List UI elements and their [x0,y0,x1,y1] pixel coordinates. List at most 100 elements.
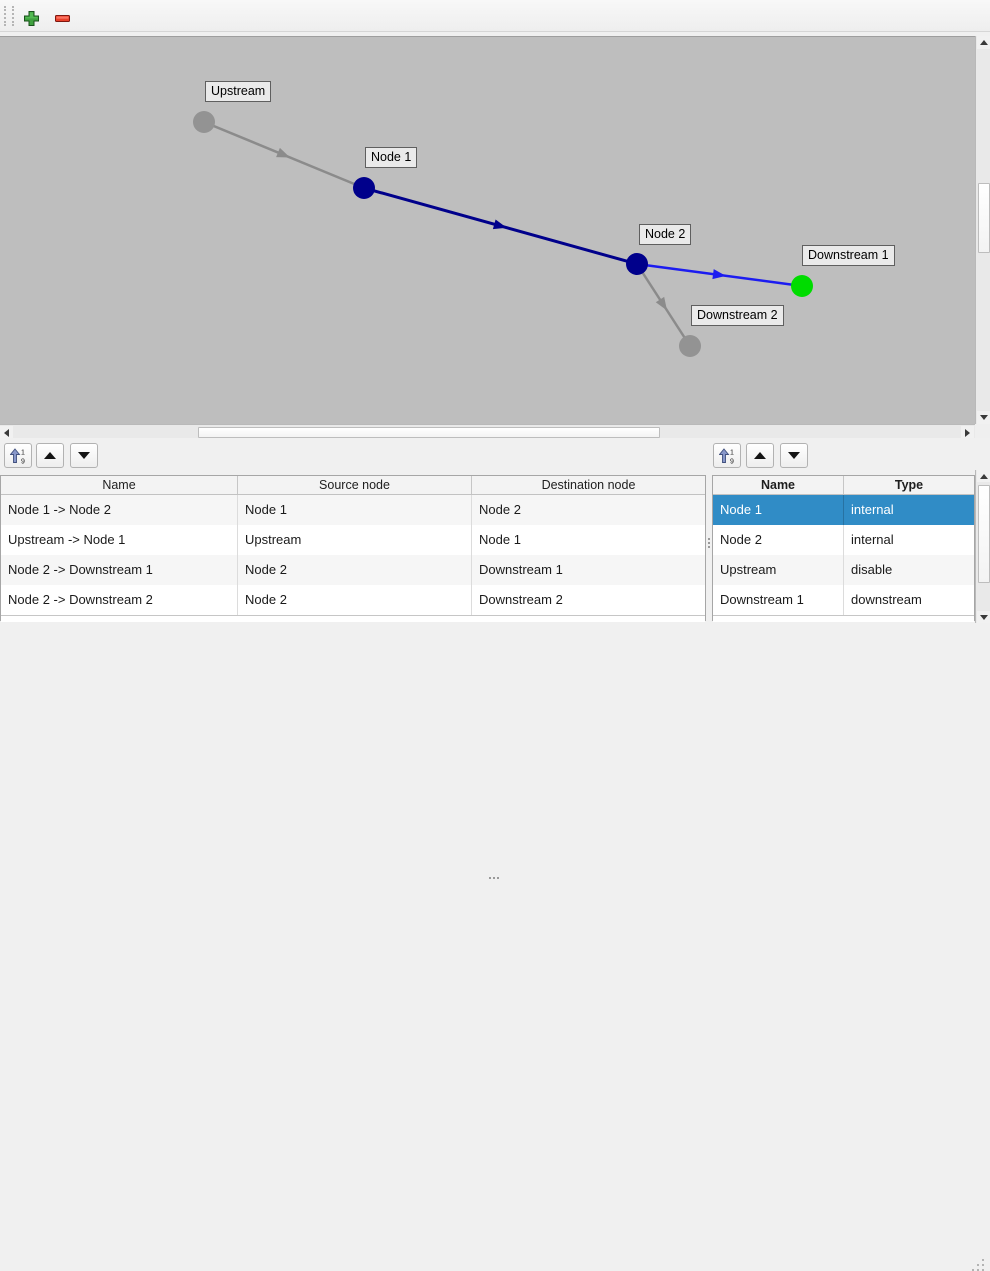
cell-source[interactable]: Node 2 [238,585,472,615]
nodes-table-header: Name Type [713,476,974,495]
main-toolbar [0,0,990,32]
sort-ascending-icon: 1 9 [718,447,734,465]
remove-minus-icon [54,14,70,22]
sort-ascending-icon: 1 9 [9,447,25,465]
node-label[interactable]: Downstream 1 [802,245,895,266]
add-plus-icon [23,10,39,26]
table-row[interactable]: Node 2 internal [713,525,974,555]
down-triangle-icon [788,452,800,459]
column-header-name[interactable]: Name [1,476,238,494]
cell-name[interactable]: Node 2 -> Downstream 2 [1,585,238,615]
column-header-type[interactable]: Type [894,478,924,492]
splitter-handle-icon [489,877,491,879]
table-empty-area [1,615,705,622]
move-edge-down-button[interactable] [70,443,98,468]
cell-source[interactable]: Node 1 [238,495,472,525]
cell-name[interactable]: Node 2 [713,525,844,555]
scrollbar-thumb[interactable] [198,427,660,438]
cell-name[interactable]: Node 1 -> Node 2 [1,495,238,525]
graph-svg [193,111,813,357]
vertical-splitter-handle-icon[interactable] [708,538,710,540]
table-row[interactable]: Node 2 -> Downstream 2 Node 2 Downstream… [1,585,705,615]
cell-destination[interactable]: Downstream 1 [479,562,563,577]
scrollbar-corner [975,424,990,438]
cell-destination[interactable]: Downstream 2 [479,592,563,607]
graph-node[interactable] [791,275,813,297]
sort-nodes-button[interactable]: 1 9 [713,443,741,468]
cell-name[interactable]: Node 1 [713,495,844,525]
table-row[interactable]: Upstream disable [713,555,974,585]
nodes-table-scrollbar[interactable] [975,470,990,623]
cell-name[interactable]: Upstream [713,555,844,585]
edges-table-header: Name Source node Destination node [1,476,705,495]
scrollbar-thumb[interactable] [978,183,990,253]
down-arrow-icon [980,415,988,420]
cell-source[interactable]: Upstream [238,525,472,555]
scroll-left-button[interactable] [0,426,13,439]
cell-type[interactable]: internal [851,532,894,547]
up-triangle-icon [754,452,766,459]
node-label[interactable]: Downstream 2 [691,305,784,326]
move-node-up-button[interactable] [746,443,774,468]
toolbar-drag-handle[interactable] [4,6,14,26]
cell-destination[interactable]: Node 2 [479,502,521,517]
table-row-selected[interactable]: Node 1 internal [713,495,974,525]
table-row[interactable]: Node 2 -> Downstream 1 Node 2 Downstream… [1,555,705,585]
remove-node-button[interactable] [52,8,72,28]
horizontal-splitter[interactable] [0,438,990,879]
scroll-down-button[interactable] [977,611,990,623]
status-bar [0,628,990,1271]
edges-table: Name Source node Destination node Node 1… [0,475,706,622]
canvas-horizontal-scrollbar[interactable] [0,424,975,439]
up-arrow-icon [980,40,988,45]
cell-destination[interactable]: Node 1 [479,532,521,547]
svg-text:1: 1 [21,449,25,456]
node-label[interactable]: Upstream [205,81,272,102]
cell-type[interactable]: disable [851,562,893,577]
graph-edge-arrow-icon [712,269,726,280]
cell-name[interactable]: Downstream 1 [713,585,844,615]
move-node-down-button[interactable] [780,443,808,468]
right-arrow-icon [965,428,970,437]
graph-edge-arrow-icon [492,219,507,230]
graph-node[interactable] [626,253,648,275]
scrollbar-thumb[interactable] [978,485,990,583]
scroll-down-button[interactable] [977,411,990,424]
add-node-button[interactable] [21,8,41,28]
graph-node[interactable] [193,111,215,133]
canvas-vertical-scrollbar[interactable] [975,36,990,424]
cell-source[interactable]: Node 2 [238,555,472,585]
graph-edge-arrow-icon [276,147,291,158]
graph-node[interactable] [353,177,375,199]
column-header-name[interactable]: Name [713,476,844,494]
cell-type[interactable]: internal [851,502,894,517]
column-header-source-node[interactable]: Source node [238,476,472,494]
down-arrow-icon [980,614,988,620]
table-row[interactable]: Upstream -> Node 1 Upstream Node 1 [1,525,705,555]
svg-text:9: 9 [730,458,734,465]
scroll-right-button[interactable] [961,426,974,439]
graph-edge-arrow-icon [655,296,668,311]
table-row[interactable]: Node 1 -> Node 2 Node 1 Node 2 [1,495,705,525]
cell-name[interactable]: Node 2 -> Downstream 1 [1,555,238,585]
scroll-up-button[interactable] [977,470,990,482]
svg-text:1: 1 [730,449,734,456]
down-triangle-icon [78,452,90,459]
up-triangle-icon [44,452,56,459]
node-label[interactable]: Node 2 [639,224,692,245]
svg-text:9: 9 [21,458,25,465]
table-row[interactable]: Downstream 1 downstream [713,585,974,615]
graph-node[interactable] [679,335,701,357]
scroll-up-button[interactable] [977,36,990,49]
move-edge-up-button[interactable] [36,443,64,468]
up-arrow-icon [980,473,988,479]
table-empty-area [713,615,974,622]
nodes-table: Name Type Node 1 internal Node 2 interna… [712,475,975,622]
cell-type[interactable]: downstream [851,592,922,607]
sort-edges-button[interactable]: 1 9 [4,443,32,468]
left-arrow-icon [4,428,9,437]
cell-name[interactable]: Upstream -> Node 1 [1,525,238,555]
node-label[interactable]: Node 1 [365,147,418,168]
column-header-destination-node[interactable]: Destination node [541,478,636,492]
